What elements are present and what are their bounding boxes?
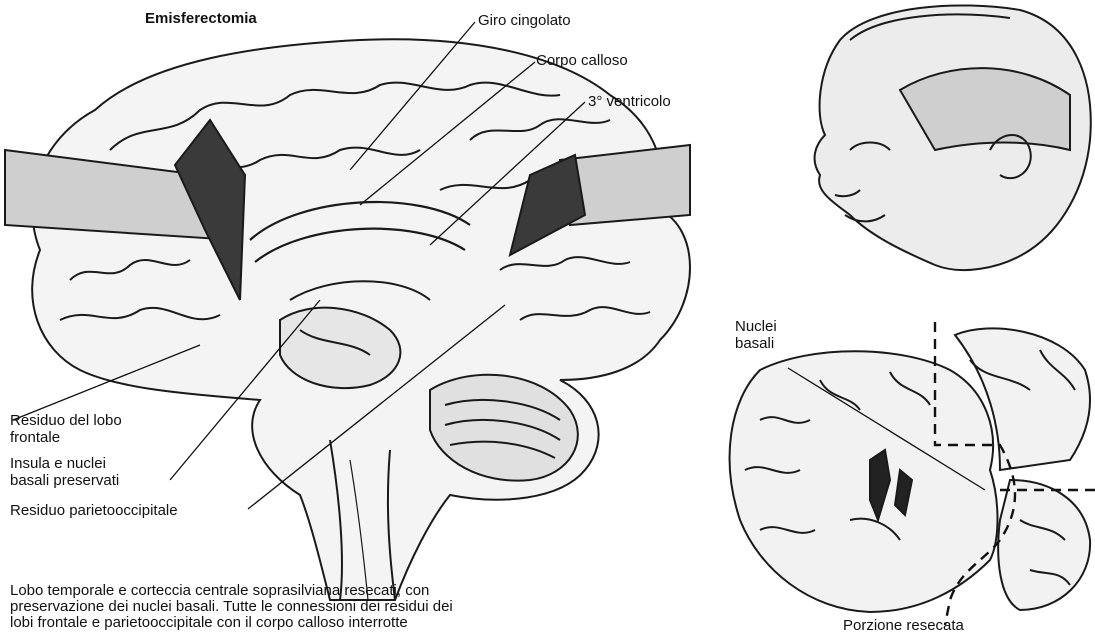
label-residuo-frontale-line1: Residuo del lobo bbox=[10, 412, 122, 429]
child-head-drawing bbox=[815, 5, 1091, 270]
label-residuo-frontale-line2: frontale bbox=[10, 429, 60, 446]
label-insula-line1: Insula e nuclei bbox=[10, 455, 106, 472]
label-insula-line2: basali preservati bbox=[10, 472, 119, 489]
coronal-section-drawing bbox=[730, 328, 1090, 612]
label-giro-cingolato: Giro cingolato bbox=[478, 12, 571, 29]
label-corpo-calloso: Corpo calloso bbox=[536, 52, 628, 69]
caption-line-2: preservazione dei nuclei basali. Tutte l… bbox=[10, 599, 453, 614]
caption-line-1: Lobo temporale e corteccia centrale sopr… bbox=[10, 583, 429, 598]
label-terzo-ventricolo: 3° ventricolo bbox=[588, 93, 671, 110]
caption-line-3: lobi frontale e parietooccipitale con il… bbox=[10, 615, 408, 630]
label-porzione-resecata: Porzione resecata bbox=[843, 617, 964, 634]
label-nuclei-line2: basali bbox=[735, 335, 774, 352]
diagram-title: Emisferectomia bbox=[145, 10, 257, 27]
label-residuo-parietooccipitale: Residuo parietooccipitale bbox=[10, 502, 178, 519]
label-nuclei-line1: Nuclei bbox=[735, 318, 777, 335]
